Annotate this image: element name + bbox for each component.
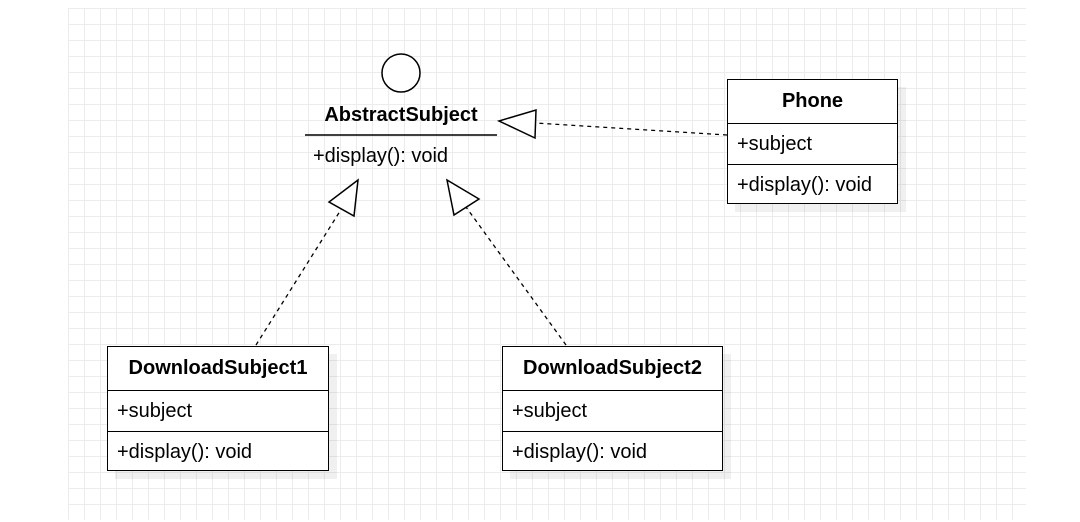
class-box-download-subject2[interactable]: DownloadSubject2 +subject +display(): vo… xyxy=(502,346,723,471)
class-attribute: +subject xyxy=(728,124,897,165)
class-attribute: +subject xyxy=(108,391,328,432)
interface-name[interactable]: AbstractSubject xyxy=(324,104,478,126)
interface-method[interactable]: +display(): void xyxy=(313,145,449,167)
class-name: DownloadSubject1 xyxy=(108,347,328,391)
realization-arrowhead-download1 xyxy=(327,178,359,218)
realization-arrowhead-phone xyxy=(496,108,537,140)
class-attribute: +subject xyxy=(503,391,722,432)
class-method: +display(): void xyxy=(117,441,253,463)
class-box-phone[interactable]: Phone +subject +display(): void xyxy=(727,79,898,204)
class-method: +display(): void xyxy=(512,441,648,463)
class-name: DownloadSubject2 xyxy=(503,347,722,391)
realization-line-download2 xyxy=(465,206,567,346)
realization-arrowhead-download2 xyxy=(445,178,481,217)
realization-line-phone xyxy=(535,122,728,136)
realization-line-download1 xyxy=(255,207,343,346)
class-name: Phone xyxy=(728,80,897,124)
class-box-download-subject1[interactable]: DownloadSubject1 +subject +display(): vo… xyxy=(107,346,329,471)
class-method: +display(): void xyxy=(737,174,873,196)
interface-circle-icon xyxy=(381,53,421,93)
